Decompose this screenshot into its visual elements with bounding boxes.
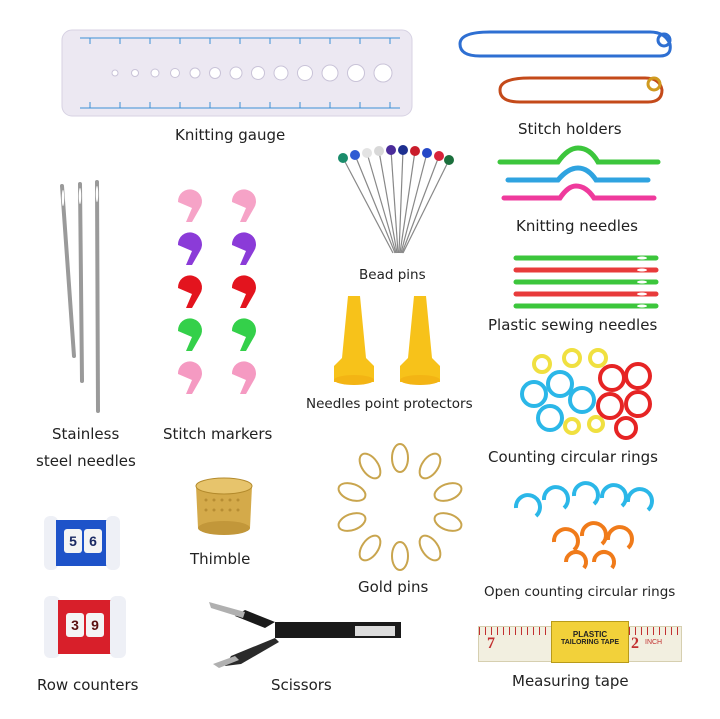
row-counter-red-window-2: 9	[86, 613, 104, 637]
row-counter-blue-cap-left	[44, 516, 58, 570]
row-counter-red-cap-left	[44, 596, 60, 658]
measuring-tape-label: Measuring tape	[512, 672, 629, 690]
scissors-image	[209, 602, 401, 668]
measuring-tape-badge: PLASTIC TAILORING TAPE	[551, 621, 629, 663]
stitch-markers-label: Stitch markers	[163, 425, 273, 443]
stainless-label-line1: Stainless	[52, 425, 120, 443]
knitting-gauge-label: Knitting gauge	[175, 126, 286, 144]
counting-circular-rings-image	[520, 348, 652, 440]
open-counting-circular-rings-image	[513, 481, 654, 570]
plastic-sewing-needles-image	[513, 255, 659, 309]
plastic-sewing-needles-label: Plastic sewing needles	[488, 316, 658, 334]
row-counter-blue-window-1: 5	[64, 529, 82, 553]
row-counters-label: Row counters	[37, 676, 139, 694]
knitting-needles-image	[497, 145, 661, 201]
stainless-label-line2: steel needles	[36, 452, 136, 470]
row-counter-blue-window-2: 6	[84, 529, 102, 553]
knitting-gauge-image	[61, 29, 413, 117]
row-counter-blue: 5 6	[44, 516, 120, 570]
open-counting-circular-rings-label: Open counting circular rings	[484, 584, 676, 600]
measuring-tape-number-1: 7	[487, 635, 495, 652]
measuring-tape: 7 PLASTIC TAILORING TAPE 2 INCH	[478, 621, 682, 663]
measuring-tape-unit: INCH	[645, 639, 663, 646]
thimble-image	[195, 477, 253, 535]
stitch-holders-label: Stitch holders	[518, 120, 622, 138]
row-counter-blue-cap-right	[106, 516, 120, 570]
tape-badge-line2: TAILORING TAPE	[560, 639, 620, 646]
bead-pins-label: Bead pins	[359, 267, 426, 283]
gold-pins-label: Gold pins	[358, 578, 429, 596]
counting-circular-rings-label: Counting circular rings	[488, 448, 658, 466]
needles-point-protectors-image	[334, 296, 440, 385]
stitch-markers-image	[177, 189, 256, 394]
stitch-holders-image	[458, 30, 672, 104]
gold-pins-image	[337, 443, 463, 571]
row-counter-red-cap-right	[110, 596, 126, 658]
needles-point-protectors-label: Needles point protectors	[306, 396, 473, 412]
stainless-steel-needles-image	[60, 180, 100, 413]
measuring-tape-number-2: 2	[631, 635, 639, 652]
scissors-label: Scissors	[271, 676, 332, 694]
bead-pins-image	[338, 145, 454, 254]
row-counter-red: 3 9	[44, 596, 126, 658]
tape-badge-line1: PLASTIC	[572, 630, 608, 639]
knitting-needles-label: Knitting needles	[516, 217, 638, 235]
thimble-label: Thimble	[190, 550, 251, 568]
row-counter-red-window-1: 3	[66, 613, 84, 637]
